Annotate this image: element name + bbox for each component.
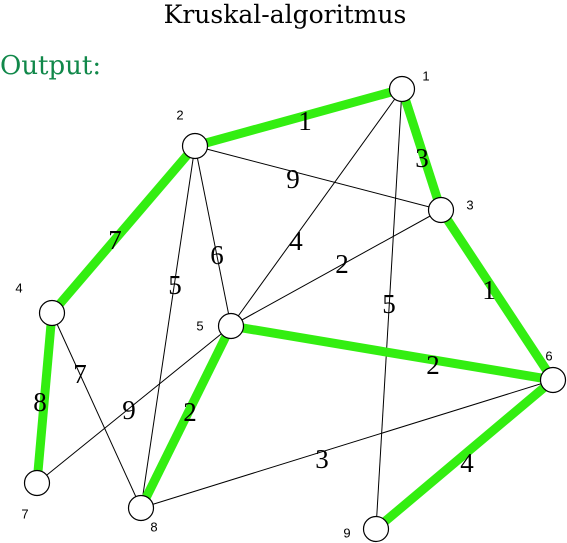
mst-edge-6-9 <box>373 376 556 533</box>
node-6 <box>539 366 567 394</box>
edge-1-5 <box>230 88 403 327</box>
edge-3-5 <box>230 209 442 327</box>
mst-edge-5-6 <box>230 321 554 385</box>
edge-2-3 <box>194 145 442 211</box>
edge-weight-1-9: 5 <box>382 289 396 319</box>
edge-weight-2-5: 6 <box>210 240 224 270</box>
edge-weight-5-6: 2 <box>426 350 440 380</box>
edge-weight-3-6: 1 <box>482 275 496 305</box>
edge-weight-8-6: 3 <box>315 444 329 474</box>
node-4 <box>38 299 66 327</box>
node-label-1: 1 <box>422 68 429 83</box>
edge-weight-6-9: 4 <box>460 448 474 478</box>
edge-weight-1-3: 3 <box>415 143 429 173</box>
edge-2-8 <box>140 145 196 509</box>
node-label-4: 4 <box>15 280 22 295</box>
mst-edge-2-4 <box>48 143 199 316</box>
edge-2-5 <box>194 145 232 327</box>
output-label: Output: <box>0 51 101 81</box>
mst-edge-3-6 <box>437 207 557 383</box>
edge-weight-5-7: 9 <box>122 395 136 425</box>
edge-weight-4-8: 7 <box>73 359 87 389</box>
node-5 <box>217 312 245 340</box>
node-9 <box>362 515 390 543</box>
edge-5-7 <box>36 325 232 484</box>
node-2 <box>181 132 209 160</box>
node-label-2: 2 <box>176 107 183 122</box>
page-title: Kruskal-algoritmus <box>164 0 407 29</box>
node-label-5: 5 <box>196 318 203 333</box>
mst-edge-2-1 <box>193 84 404 151</box>
edge-8-6 <box>140 379 554 509</box>
node-label-9: 9 <box>343 525 350 540</box>
mst-edge-4-7 <box>32 312 57 484</box>
edge-weight-2-4: 7 <box>108 225 122 255</box>
node-7 <box>23 469 51 497</box>
edge-weight-4-7: 8 <box>33 387 47 417</box>
node-label-7: 7 <box>21 506 28 521</box>
edge-weight-2-3: 9 <box>286 164 300 194</box>
edge-4-8 <box>51 312 142 509</box>
edges-mst <box>32 84 557 533</box>
edge-weight-1-5: 4 <box>289 226 303 256</box>
edge-1-9 <box>375 88 403 530</box>
edges-non-mst <box>36 88 554 530</box>
mst-edge-1-3 <box>397 87 446 212</box>
node-label-3: 3 <box>466 197 473 212</box>
edge-weight-2-8: 5 <box>168 270 182 300</box>
node-1 <box>388 75 416 103</box>
node-3 <box>427 196 455 224</box>
node-8 <box>127 494 155 522</box>
node-label-8: 8 <box>150 519 157 534</box>
node-label-6: 6 <box>545 348 552 363</box>
mst-edge-5-8 <box>136 324 236 510</box>
edge-weight-2-1: 1 <box>298 106 312 136</box>
edge-weight-5-8: 2 <box>183 397 197 427</box>
edge-weight-3-5: 2 <box>335 249 349 279</box>
